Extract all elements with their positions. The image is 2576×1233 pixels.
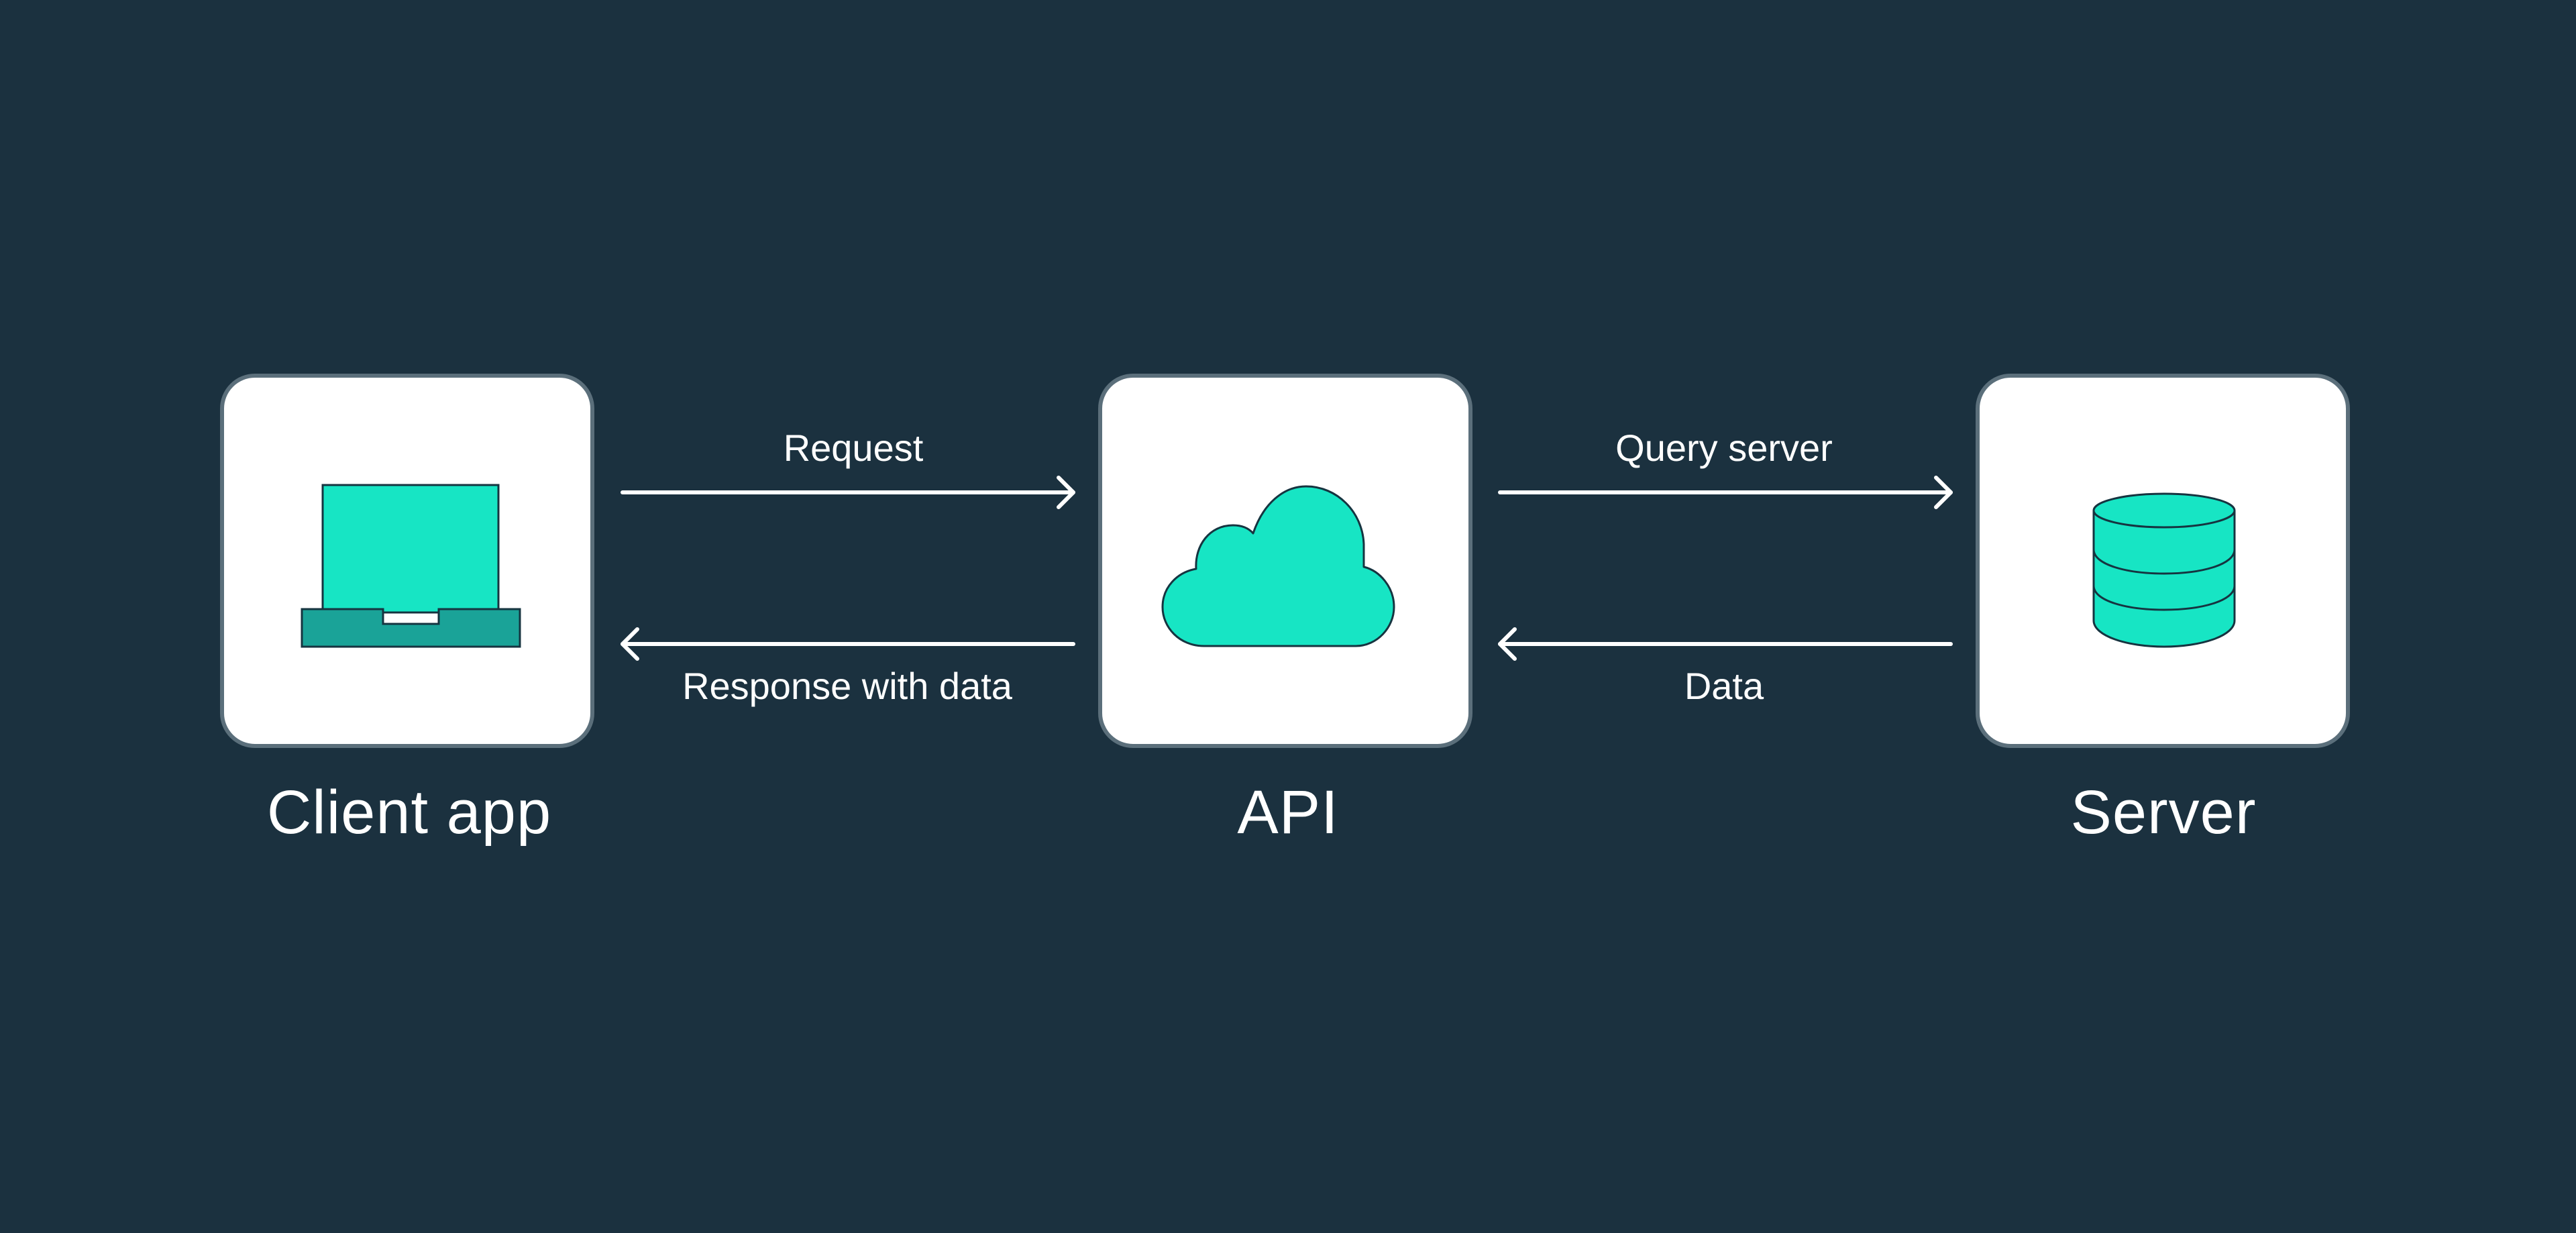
client-app-card [220, 374, 594, 748]
edge-label-data: Data [1684, 665, 1764, 707]
edge-label-response-with-data: Response with data [682, 665, 1012, 707]
laptop-icon [301, 484, 521, 648]
data-arrow [1498, 627, 1953, 661]
cloud-icon [1161, 485, 1395, 647]
edge-label-request: Request [783, 427, 924, 469]
node-label-server: Server [2070, 778, 2257, 847]
node-label-client-app: Client app [266, 778, 552, 847]
request-arrow [621, 476, 1075, 509]
node-label-api: API [1237, 778, 1339, 847]
api-card [1098, 374, 1472, 748]
edge-label-query-server: Query server [1615, 427, 1833, 469]
query-server-arrow [1498, 476, 1953, 509]
server-card [1976, 374, 2350, 748]
database-icon [2092, 492, 2236, 648]
response-arrow [621, 627, 1075, 661]
